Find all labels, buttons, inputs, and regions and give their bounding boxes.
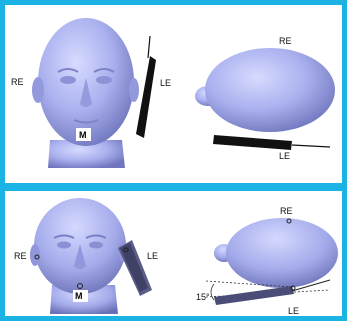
label-le: LE <box>147 251 158 261</box>
label-re: RE <box>279 36 292 46</box>
label-m: M <box>75 291 83 301</box>
label-re: RE <box>11 77 24 87</box>
head-top-view <box>195 48 335 132</box>
label-le: LE <box>160 78 171 88</box>
label-angle: 15° <box>196 292 210 302</box>
angle-arc <box>211 284 214 300</box>
phone-device <box>118 240 152 296</box>
label-m: M <box>79 130 87 140</box>
phone-device <box>136 36 156 138</box>
panel-bottom-left: RE LE M <box>14 198 158 314</box>
panel-top-left: RE LE M <box>11 18 171 168</box>
label-re: RE <box>14 251 27 261</box>
phone-device <box>213 135 330 150</box>
label-le: LE <box>279 151 290 161</box>
label-re: RE <box>280 206 293 216</box>
head-top-view <box>214 218 338 288</box>
panel-bottom-right: RE LE 15° <box>196 206 338 316</box>
label-le: LE <box>288 306 299 316</box>
head-front-view <box>32 18 139 168</box>
panel-top-right: RE LE <box>195 36 335 161</box>
